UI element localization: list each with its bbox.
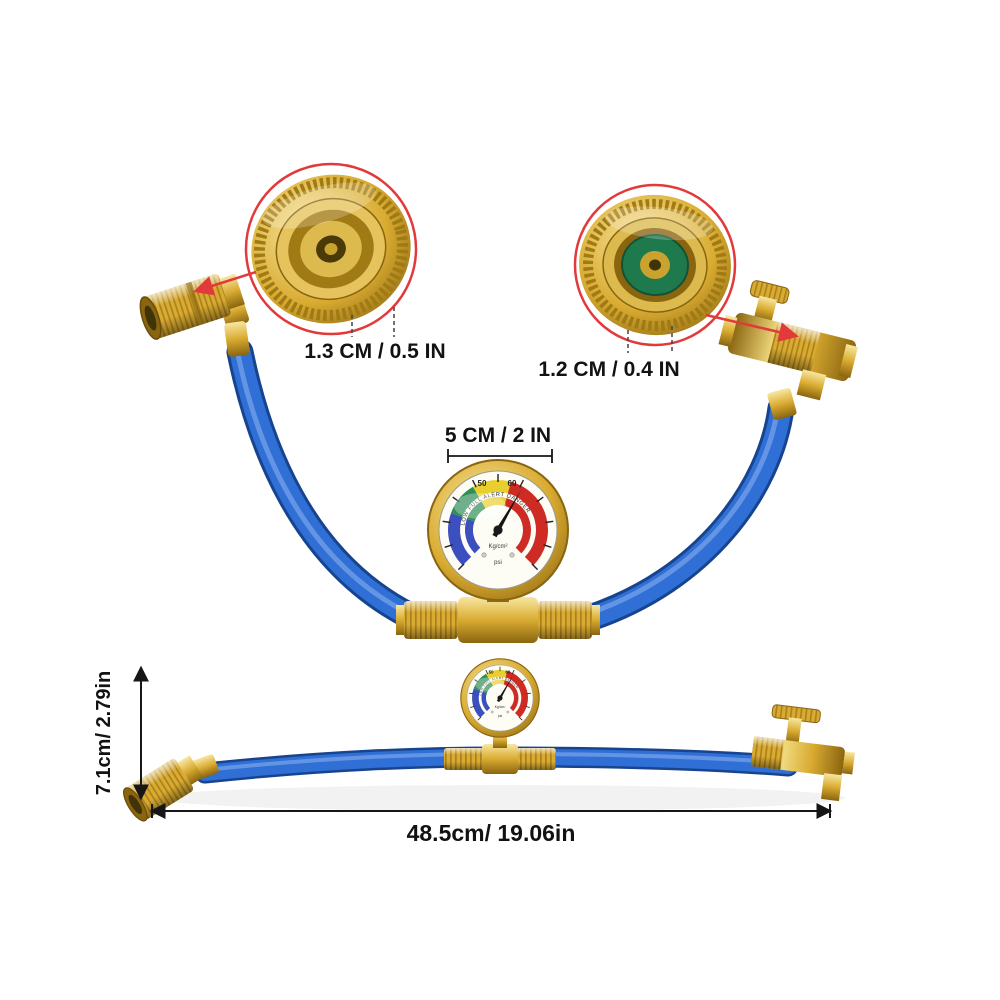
left-measure-dashes — [351, 307, 395, 337]
left-callout-arrow — [193, 270, 257, 296]
right-callout-arrow — [705, 313, 799, 342]
bottom-hose-assembly — [123, 659, 855, 822]
left-connector-callout: 1.3 CM / 0.5 IN — [193, 162, 446, 363]
hose-right-curve — [576, 394, 795, 632]
length-dimension: 48.5cm/ 19.06in — [149, 803, 833, 846]
ground-shadow — [155, 785, 845, 811]
left-quick-coupler-fitting — [139, 273, 250, 357]
gauge-diameter-bracket — [447, 449, 553, 463]
assembly-height-label: 7.1cm/ 2.79in — [93, 671, 115, 796]
left-connector-macro — [251, 174, 411, 324]
right-connector-size-label: 1.2 CM / 0.4 IN — [538, 358, 679, 381]
pressure-gauge-large — [428, 460, 568, 600]
bottom-right-valve-fitting — [750, 704, 855, 802]
left-connector-size-label: 1.3 CM / 0.5 IN — [304, 340, 445, 363]
gauge-diameter-dimension: 5 CM / 2 IN — [445, 424, 553, 463]
bottom-tee-fitting — [444, 732, 556, 774]
assembly-length-label: 48.5cm/ 19.06in — [407, 820, 576, 846]
right-can-tap-valve-fitting — [718, 280, 858, 420]
height-dimension: 7.1cm/ 2.79in — [93, 665, 149, 801]
center-tee-fitting — [396, 582, 600, 643]
gauge-diameter-label: 5 CM / 2 IN — [445, 424, 551, 447]
right-measure-dashes — [627, 326, 673, 353]
bottom-left-coupler-fitting — [123, 754, 219, 822]
right-connector-callout: 1.2 CM / 0.4 IN — [538, 183, 799, 381]
pressure-gauge-small — [461, 659, 539, 737]
right-connector-macro — [579, 194, 731, 336]
hose-left-curve — [226, 338, 424, 630]
